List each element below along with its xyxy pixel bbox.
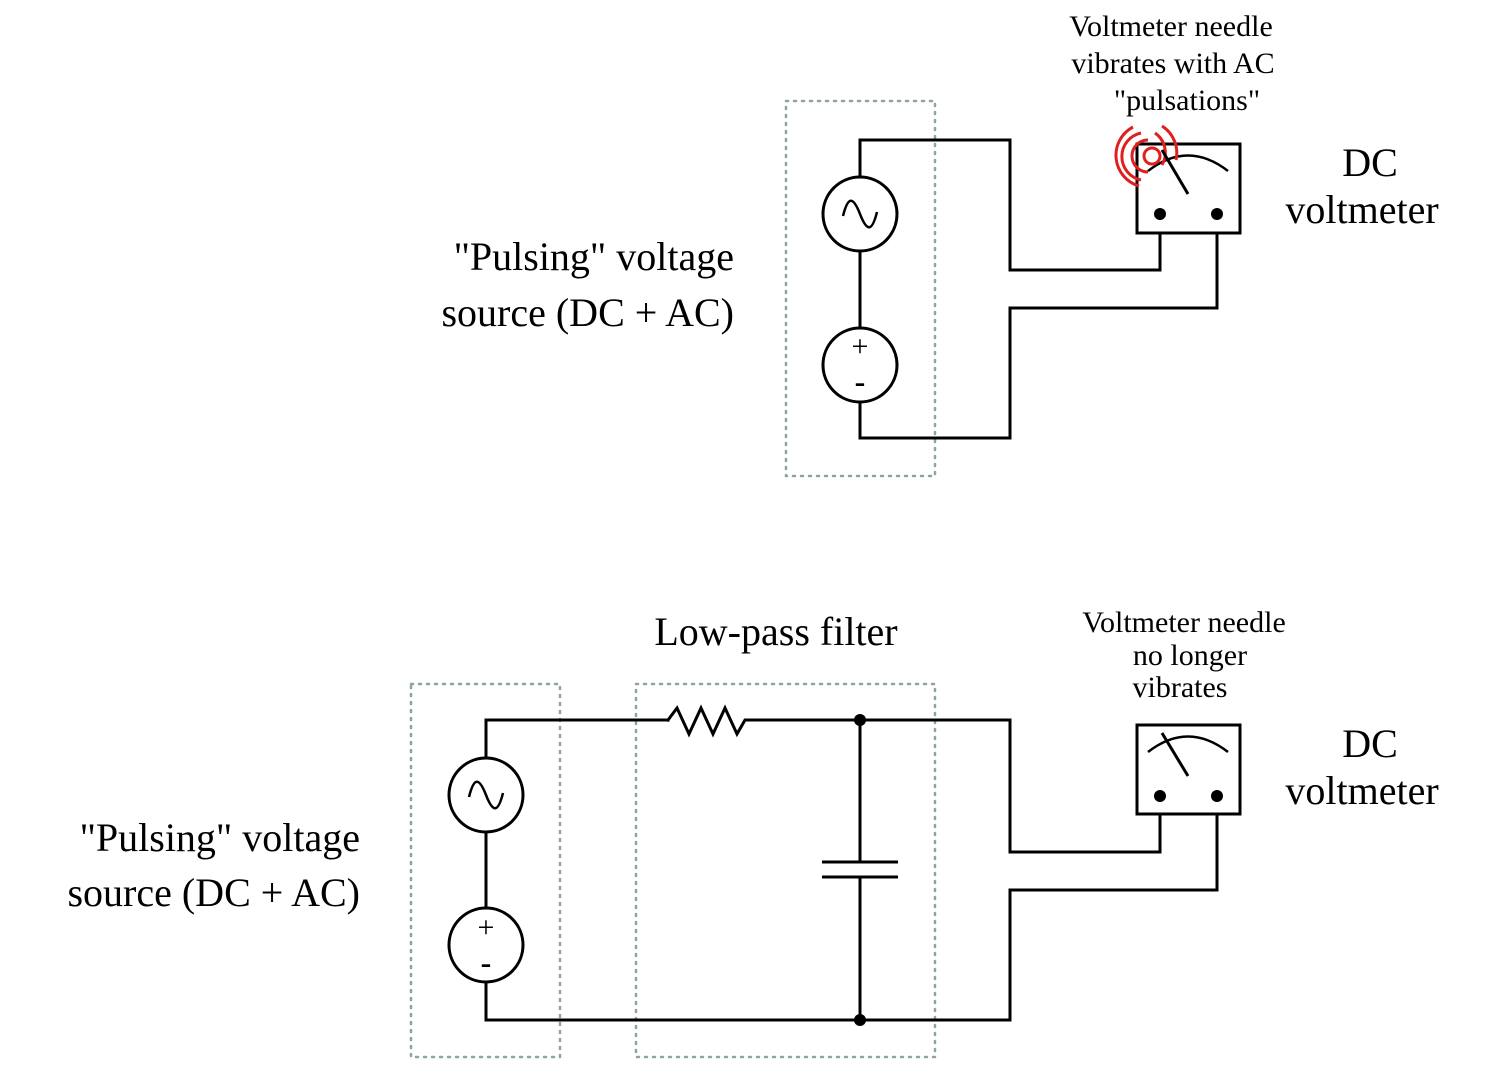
bottom-note-1: Voltmeter needle <box>1082 606 1286 639</box>
bottom-wire-upper <box>750 718 1162 854</box>
bottom-ac-source <box>447 756 525 834</box>
bottom-dc-plus: + <box>478 911 495 944</box>
top-dc-plus: + <box>852 330 869 363</box>
top-circuit: + - "Pulsing" voltage source (DC + AC) <box>441 10 1439 478</box>
bottom-dc-minus: - <box>481 944 492 980</box>
top-note-1: Voltmeter needle <box>1069 10 1273 43</box>
bottom-wire-to-resistor <box>484 718 670 760</box>
sine-icon <box>467 780 505 810</box>
meter-terminal-right <box>1211 790 1223 802</box>
top-meter-label-1: DC <box>1342 140 1398 185</box>
junction-dot-bottom <box>854 1014 866 1026</box>
meter-needle <box>1160 732 1190 777</box>
bottom-meter-label-1: DC <box>1342 721 1398 766</box>
junction-dot-top <box>854 714 866 726</box>
meter-scale-arc <box>1147 735 1229 753</box>
filter-label: Low-pass filter <box>654 609 897 654</box>
capacitor <box>822 718 898 1022</box>
meter-needle <box>1160 149 1190 195</box>
meter-scale-arc <box>1147 154 1229 172</box>
bottom-meter-label-2: voltmeter <box>1285 768 1438 813</box>
top-voltmeter <box>1114 124 1242 235</box>
top-source-label-2: source (DC + AC) <box>441 290 734 335</box>
bottom-note-2: no longer <box>1133 639 1247 672</box>
bottom-source-label-1: "Pulsing" voltage <box>80 815 360 860</box>
vibration-icon <box>1114 124 1179 188</box>
bottom-source-enclosure <box>409 682 562 1059</box>
top-source-label-1: "Pulsing" voltage <box>454 234 734 279</box>
bottom-dc-source: + - <box>447 906 525 984</box>
top-ac-source <box>821 175 899 253</box>
top-note-2: vibrates with AC <box>1071 47 1274 80</box>
top-note-3: "pulsations" <box>1114 84 1260 117</box>
top-meter-label-2: voltmeter <box>1285 187 1438 232</box>
meter-terminal-right <box>1211 208 1223 220</box>
sine-icon <box>841 199 879 229</box>
bottom-wire-lower <box>484 794 1219 1022</box>
bottom-circuit: + - Low-pass filter "Pulsing" voltage so… <box>67 606 1439 1059</box>
bottom-note-3: vibrates <box>1133 671 1228 704</box>
bottom-source-label-2: source (DC + AC) <box>67 870 360 915</box>
top-wire-lower <box>858 212 1219 440</box>
top-dc-source: + - <box>821 326 899 404</box>
resistor <box>665 704 754 738</box>
top-wire-upper <box>858 138 1162 272</box>
meter-terminal-left <box>1154 790 1166 802</box>
bottom-voltmeter <box>1135 723 1242 816</box>
top-dc-minus: - <box>855 363 866 399</box>
meter-terminal-left <box>1154 208 1166 220</box>
top-source-enclosure <box>784 99 937 478</box>
filter-enclosure <box>634 682 937 1059</box>
